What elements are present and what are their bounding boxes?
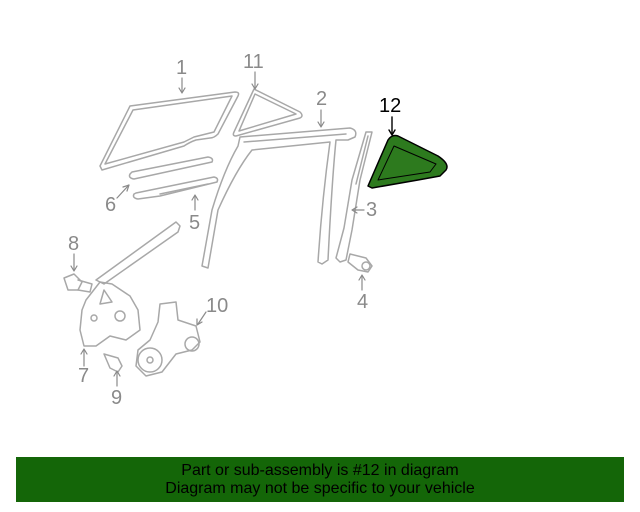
parts-diagram: 1 11 2 12 3 4 5 6 7 8 9 10 [63, 51, 448, 409]
leader-line-12 [388, 116, 396, 136]
callout-7[interactable]: 7 [78, 365, 90, 387]
callout-1[interactable]: 1 [176, 57, 188, 79]
callout-9[interactable]: 9 [111, 387, 123, 409]
info-banner: Part or sub-assembly is #12 in diagram D… [16, 457, 624, 502]
callout-10[interactable]: 10 [206, 295, 229, 317]
callout-6[interactable]: 6 [105, 194, 117, 216]
part-1-door-glass[interactable] [99, 91, 240, 171]
part-8-bolt[interactable] [63, 273, 93, 293]
part-2-run-channel[interactable] [201, 127, 357, 269]
part-10-motor[interactable] [135, 301, 201, 377]
banner-line-part-number: Part or sub-assembly is #12 in diagram [181, 462, 459, 479]
callout-2[interactable]: 2 [316, 88, 328, 110]
leader-lines [70, 71, 366, 387]
part-6-belt-molding[interactable] [128, 156, 214, 180]
part-5-belt-molding[interactable] [132, 176, 219, 200]
banner-line-disclaimer: Diagram may not be specific to your vehi… [165, 480, 475, 497]
part-3-division-bar[interactable] [335, 131, 373, 263]
callout-8[interactable]: 8 [68, 233, 80, 255]
callout-11[interactable]: 11 [243, 51, 264, 73]
diagram-drawing [63, 71, 448, 387]
callout-5[interactable]: 5 [189, 212, 201, 234]
part-7-regulator[interactable] [79, 221, 181, 347]
callout-12[interactable]: 12 [379, 95, 402, 117]
part-11-quarter-glass[interactable] [232, 88, 303, 137]
callout-4[interactable]: 4 [357, 291, 369, 313]
part-9-bolt[interactable] [103, 353, 123, 373]
part-4-bolt[interactable] [347, 253, 373, 273]
part-12-quarter-window-assembly[interactable] [367, 134, 448, 189]
callout-3[interactable]: 3 [366, 199, 378, 221]
